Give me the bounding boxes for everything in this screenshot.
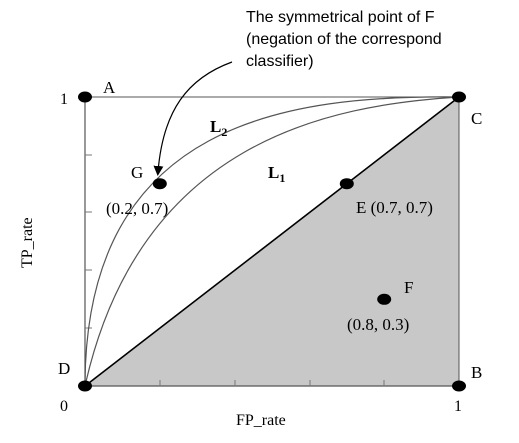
corner-label-b: B <box>471 363 482 382</box>
corner-marker-a <box>78 91 92 103</box>
diagonal-line <box>84 96 460 387</box>
point-g-marker <box>152 178 167 190</box>
corner-marker-b <box>452 380 466 392</box>
annotation-line-3: classifier) <box>246 53 314 70</box>
y-ticks <box>85 154 92 329</box>
point-f-marker <box>377 293 392 305</box>
point-f-coord: (0.8, 0.3) <box>347 315 409 334</box>
corner-label-a: A <box>103 78 116 97</box>
point-e-coord: E (0.7, 0.7) <box>356 198 433 217</box>
x-tick-label-1: 1 <box>454 398 462 415</box>
x-axis-title: FP_rate <box>236 412 286 429</box>
corner-marker-c <box>452 91 466 103</box>
curve-label-l1: L1 <box>268 163 285 185</box>
point-e-marker <box>339 178 354 190</box>
curve-l2 <box>84 96 460 387</box>
point-g-coord: (0.2, 0.7) <box>106 199 168 218</box>
curve-l1 <box>84 96 460 387</box>
point-g-label: G <box>131 163 143 182</box>
curve-label-l2: L2 <box>210 117 227 139</box>
annotation-line-1: The symmetrical point of F <box>246 9 435 26</box>
annotation-line-2: (negation of the correspond <box>246 31 442 48</box>
corner-marker-d <box>78 380 92 392</box>
corner-label-d: D <box>58 359 70 378</box>
annotation-arrow <box>153 61 233 176</box>
point-f-label: F <box>404 278 413 297</box>
x-tick-label-0: 0 <box>60 398 68 415</box>
corner-label-c: C <box>471 109 482 128</box>
y-axis-title: TP_rate <box>19 217 36 268</box>
y-tick-label-1: 1 <box>60 91 68 108</box>
x-ticks <box>159 380 385 386</box>
